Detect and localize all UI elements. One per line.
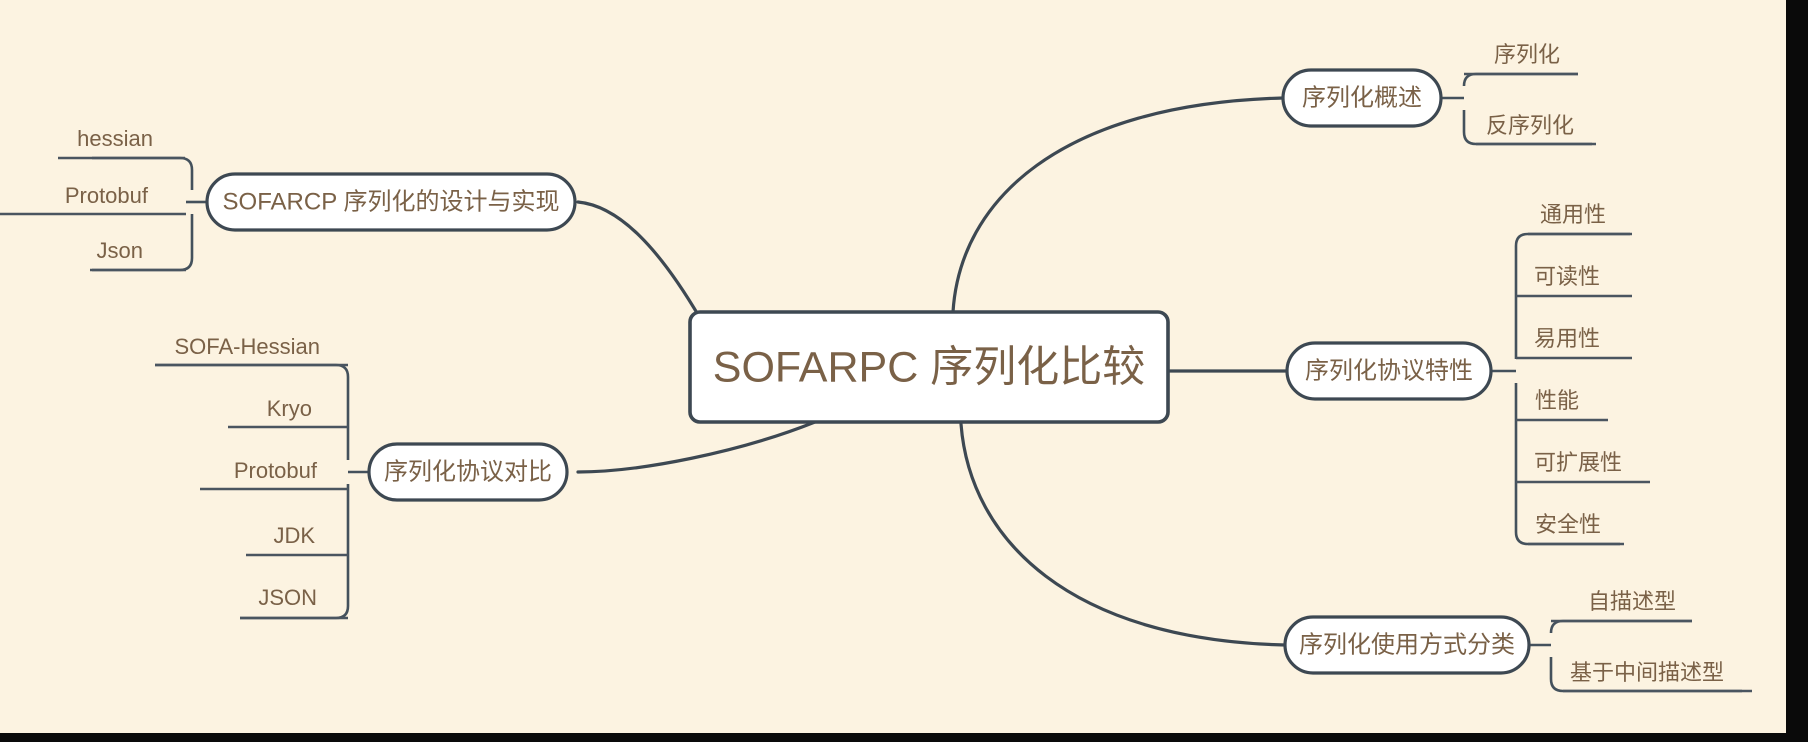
branch-node-protocol-comparison-label: 序列化协议对比: [384, 458, 552, 485]
branch-node-usage-classification-label: 序列化使用方式分类: [1299, 631, 1515, 658]
branch-node-sofarcp-design-label: SOFARCP 序列化的设计与实现: [223, 188, 560, 215]
edge-right2-spine-lower: [1514, 383, 1620, 546]
leaf-label-deserialize: 反序列化: [1486, 113, 1574, 138]
branch-node-serialization-overview[interactable]: 序列化概述: [1281, 68, 1443, 128]
branch-node-serialization-overview-label: 序列化概述: [1302, 84, 1422, 111]
edge-root-to-left-branch-2: [576, 420, 817, 474]
branch-node-serialization-overview-shape[interactable]: [1281, 68, 1443, 128]
leaf-label-sofa-hessian: SOFA-Hessian: [175, 334, 321, 359]
branch-node-sofarcp-design-shape[interactable]: [205, 172, 577, 232]
leaf-label-kryo: Kryo: [267, 396, 312, 421]
leaf-label-hessian: hessian: [77, 126, 153, 151]
branch-node-usage-classification-shape[interactable]: [1283, 615, 1531, 675]
leaf-label-security: 安全性: [1535, 512, 1601, 537]
leaf-label-jdk: JDK: [273, 523, 315, 548]
branch-node-protocol-features[interactable]: 序列化协议特性: [1285, 341, 1493, 401]
root-node[interactable]: SOFARPC 序列化比较: [688, 310, 1170, 424]
root-node-box[interactable]: [688, 310, 1170, 424]
edge-root-to-left-branch-1: [576, 200, 702, 320]
leaf-label-intermediate-descriptive: 基于中间描述型: [1570, 660, 1724, 685]
leaf-label-protobuf-2: Protobuf: [234, 458, 318, 483]
branch-node-protocol-comparison-shape[interactable]: [367, 442, 569, 502]
branch-node-protocol-features-label: 序列化协议特性: [1305, 357, 1473, 384]
edge-root-to-right-branch-1: [951, 96, 1285, 314]
edge-left2-spine-upper: [155, 363, 350, 460]
branch-node-sofarcp-design[interactable]: SOFARCP 序列化的设计与实现: [205, 172, 577, 232]
leaf-label-generality: 通用性: [1540, 202, 1606, 227]
edge-right3-leaf-2-connector: [1549, 657, 1742, 693]
leaf-label-readability: 可读性: [1534, 264, 1600, 289]
leaf-label-self-descriptive: 自描述型: [1588, 589, 1676, 614]
branch-node-usage-classification[interactable]: 序列化使用方式分类: [1283, 615, 1531, 675]
edge-right1-leaf-1-connector: [1462, 72, 1578, 87]
leaf-label-usability: 易用性: [1534, 326, 1600, 351]
leaf-label-json-2: JSON: [258, 585, 317, 610]
leaf-label-protobuf-1: Protobuf: [65, 183, 149, 208]
edge-right3-leaf-1-connector: [1549, 619, 1692, 634]
branch-node-protocol-comparison[interactable]: 序列化协议对比: [367, 442, 569, 502]
root-node-label: SOFARPC 序列化比较: [713, 343, 1145, 391]
leaf-label-serialize: 序列化: [1494, 42, 1560, 67]
branch-node-protocol-features-shape[interactable]: [1285, 341, 1493, 401]
edge-right2-spine-upper: [1514, 232, 1630, 359]
edge-right1-leaf-2-connector: [1462, 110, 1592, 146]
edge-root-to-right-branch-3: [959, 422, 1287, 647]
leaf-label-performance: 性能: [1535, 388, 1579, 413]
leaf-label-extensibility: 可扩展性: [1534, 450, 1622, 475]
leaf-label-json-1: Json: [97, 238, 143, 263]
